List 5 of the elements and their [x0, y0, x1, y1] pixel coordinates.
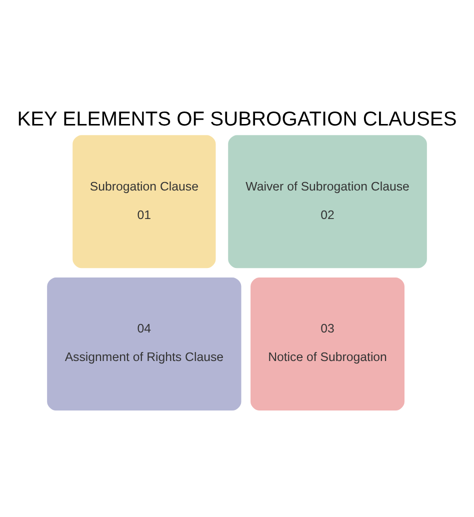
node-box: Subrogation Clause 01 — [72, 134, 216, 269]
node-box: 04 Assignment of Rights Clause — [46, 276, 242, 412]
node-box: 03 Notice of Subrogation — [250, 276, 406, 412]
node-box: Waiver of Subrogation Clause 02 — [227, 134, 428, 269]
diagram-title: KEY ELEMENTS OF SUBROGATION CLAUSES — [17, 108, 457, 130]
